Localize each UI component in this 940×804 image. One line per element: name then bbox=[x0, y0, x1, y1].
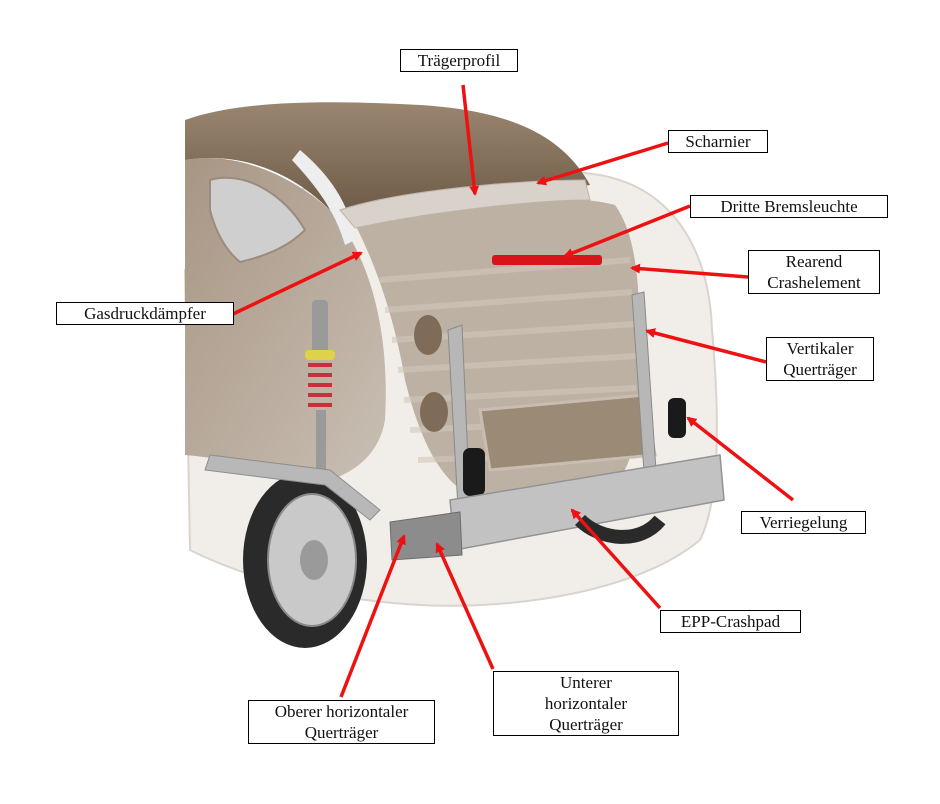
label-oberer-horizontaler-quertraeger: Oberer horizontaler Querträger bbox=[248, 700, 435, 744]
label-traegerprofil: Trägerprofil bbox=[400, 49, 518, 72]
label-epp-crashpad: EPP-Crashpad bbox=[660, 610, 801, 633]
label-gasdruckdaempfer: Gasdruckdämpfer bbox=[56, 302, 234, 325]
tailgate-hole-lower bbox=[420, 392, 448, 432]
shock-absorber bbox=[305, 300, 335, 470]
arrow-oberer-horizontaler bbox=[339, 534, 406, 698]
right-lock bbox=[668, 398, 686, 438]
arrow-unterer-horizontaler bbox=[435, 542, 495, 670]
callout-arrows bbox=[232, 84, 795, 698]
roof bbox=[185, 102, 590, 210]
third-brake-light bbox=[492, 255, 602, 265]
spoiler bbox=[339, 179, 591, 229]
label-dritte-bremsleuchte: Dritte Bremsleuchte bbox=[690, 195, 888, 218]
suspension-arm bbox=[204, 454, 381, 521]
tailgate-hole-upper bbox=[414, 315, 442, 355]
label-unterer-horizontaler-quertraeger: Unterer horizontaler Querträger bbox=[493, 671, 679, 736]
arrow-epp-crashpad bbox=[570, 508, 662, 610]
arrow-vertikaler-quertraeger bbox=[645, 328, 767, 364]
c-pillar bbox=[292, 150, 355, 245]
arrow-gasdruckdaempfer bbox=[232, 251, 363, 316]
arrow-traegerprofil bbox=[461, 84, 480, 196]
arrow-scharnier bbox=[536, 141, 669, 186]
label-vertikaler-quertraeger: Vertikaler Querträger bbox=[766, 337, 874, 381]
left-lock bbox=[463, 448, 485, 496]
arrow-dritte-bremsleuchte bbox=[563, 204, 691, 258]
trunk-opening bbox=[478, 393, 657, 472]
arrow-verriegelung bbox=[686, 416, 795, 502]
label-rearend-crashelement: Rearend Crashelement bbox=[748, 250, 880, 294]
label-scharnier: Scharnier bbox=[668, 130, 768, 153]
side-window bbox=[209, 176, 307, 264]
rear-wheel bbox=[243, 472, 367, 648]
label-verriegelung: Verriegelung bbox=[741, 511, 866, 534]
arrow-rearend-crashelement bbox=[630, 263, 749, 279]
